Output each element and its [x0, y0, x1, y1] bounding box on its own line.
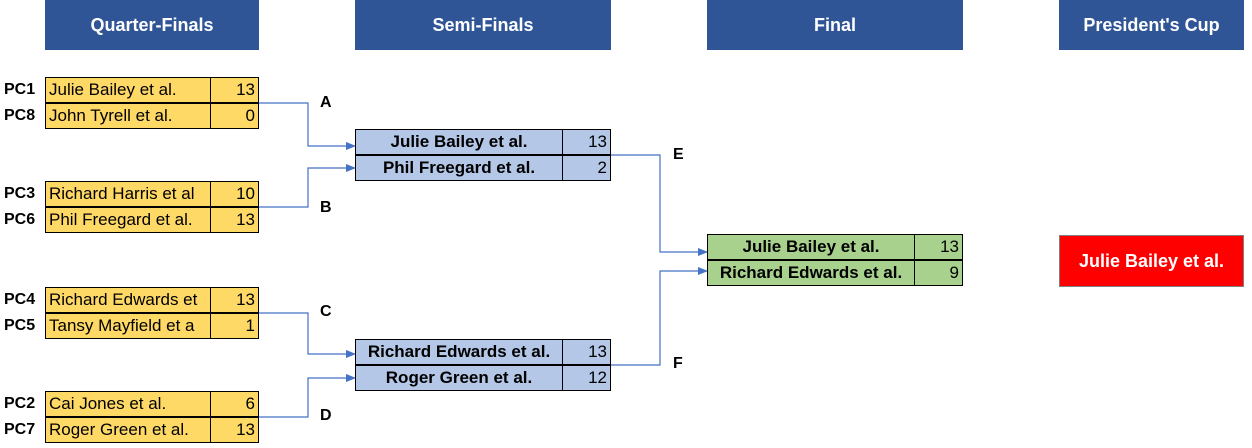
header-final: Final — [707, 0, 963, 50]
qf-seed: PC3 — [4, 185, 36, 202]
sf-team-score: 13 — [562, 339, 611, 365]
qf-team-name: John Tyrell et al. — [45, 103, 211, 129]
match-label-f: F — [673, 355, 683, 372]
match-label-b: B — [320, 199, 332, 216]
qf-team-score: 1 — [210, 313, 259, 339]
connector-d — [259, 374, 356, 418]
connector-f — [611, 267, 708, 366]
sf-team-score: 12 — [562, 365, 611, 391]
header-presidents-cup: President's Cup — [1059, 0, 1244, 50]
final-team-name: Julie Bailey et al. — [707, 234, 915, 260]
sf-team-score: 2 — [562, 155, 611, 181]
qf-team-name: Tansy Mayfield et a — [45, 313, 211, 339]
qf-seed: PC8 — [4, 107, 36, 124]
qf-team-name: Richard Edwards et — [45, 287, 211, 313]
sf-team-name: Roger Green et al. — [355, 365, 563, 391]
qf-seed: PC6 — [4, 211, 36, 228]
qf-team-name: Richard Harris et al — [45, 181, 211, 207]
qf-team-name: Phil Freegard et al. — [45, 207, 211, 233]
qf-team-score: 10 — [210, 181, 259, 207]
qf-team-score: 13 — [210, 417, 259, 443]
qf-seed: PC2 — [4, 395, 36, 412]
qf-team-name: Julie Bailey et al. — [45, 77, 211, 103]
qf-team-name: Cai Jones et al. — [45, 391, 211, 417]
qf-seed: PC1 — [4, 81, 36, 98]
final-team-name: Richard Edwards et al. — [707, 260, 915, 286]
sf-team-score: 13 — [562, 129, 611, 155]
sf-team-name: Richard Edwards et al. — [355, 339, 563, 365]
qf-team-name: Roger Green et al. — [45, 417, 211, 443]
connector-b — [259, 164, 356, 208]
final-team-score: 9 — [914, 260, 963, 286]
header-quarter-finals: Quarter-Finals — [45, 0, 259, 50]
sf-team-name: Julie Bailey et al. — [355, 129, 563, 155]
connector-a — [259, 102, 356, 150]
qf-team-score: 13 — [210, 287, 259, 313]
qf-seed: PC5 — [4, 317, 36, 334]
header-semi-finals: Semi-Finals — [355, 0, 611, 50]
final-team-score: 13 — [914, 234, 963, 260]
match-label-d: D — [320, 407, 332, 424]
match-label-c: C — [320, 303, 332, 320]
qf-team-score: 13 — [210, 207, 259, 233]
qf-team-score: 0 — [210, 103, 259, 129]
match-label-e: E — [673, 146, 684, 163]
qf-team-score: 6 — [210, 391, 259, 417]
sf-team-name: Phil Freegard et al. — [355, 155, 563, 181]
qf-seed: PC7 — [4, 421, 36, 438]
connector-e — [611, 154, 708, 256]
match-label-a: A — [320, 94, 332, 111]
presidents-cup-winner: Julie Bailey et al. — [1059, 235, 1244, 287]
qf-seed: PC4 — [4, 291, 36, 308]
qf-team-score: 13 — [210, 77, 259, 103]
connector-c — [259, 312, 356, 358]
